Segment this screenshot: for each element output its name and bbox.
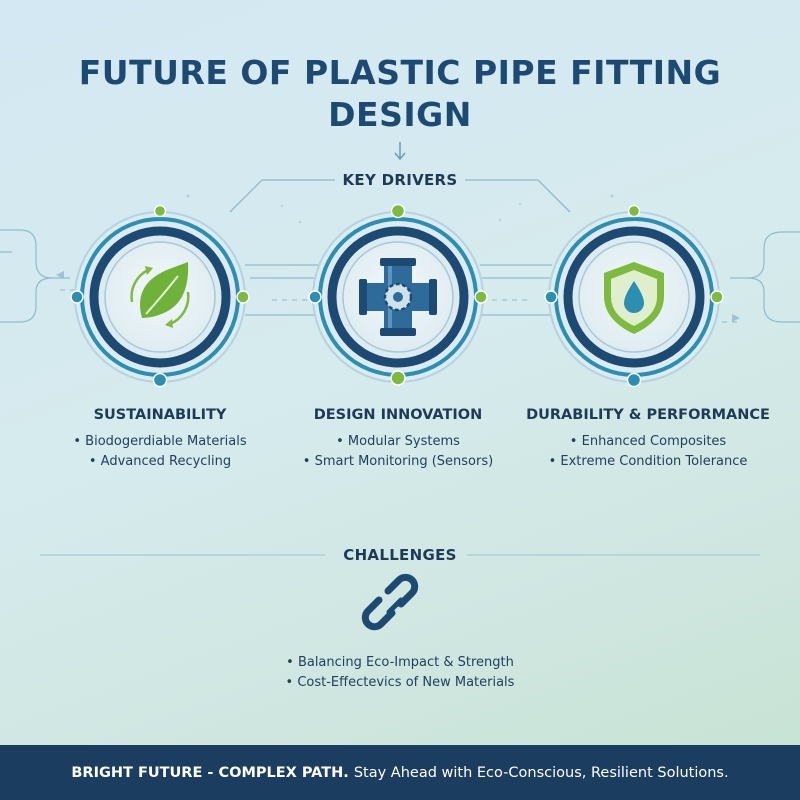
chain-link-icon: [361, 573, 419, 631]
list-item: Balancing Eco-Impact & Strength: [250, 653, 550, 673]
design-innovation-bullets: Modular Systems Smart Monitoring (Sensor…: [273, 432, 523, 472]
list-item: Modular Systems: [273, 432, 523, 452]
shield-drop-icon: [604, 262, 664, 334]
footer-banner: BRIGHT FUTURE - COMPLEX PATH. Stay Ahead…: [0, 745, 800, 800]
list-item: Biodogerdiable Materials: [35, 432, 285, 452]
footer-bold-text: BRIGHT FUTURE - COMPLEX PATH.: [71, 764, 349, 781]
list-item: Enhanced Composites: [523, 432, 773, 452]
down-arrow-icon: [394, 142, 406, 161]
durability-bullets: Enhanced Composites Extreme Condition To…: [523, 432, 773, 472]
key-drivers-bracket: [229, 179, 571, 213]
sustainability-bullets: Biodogerdiable Materials Advanced Recycl…: [35, 432, 285, 472]
durability-heading: DURABILITY & PERFORMANCE: [526, 407, 770, 423]
page-title: FUTURE OF PLASTIC PIPE FITTING DESIGN: [0, 52, 800, 136]
key-drivers-label: KEY DRIVERS: [342, 171, 458, 189]
list-item: Extreme Condition Tolerance: [523, 452, 773, 472]
leaf-recycle-icon: [130, 262, 190, 328]
pipe-gear-icon: [359, 258, 437, 336]
title-line-1: FUTURE OF PLASTIC PIPE FITTING: [78, 53, 722, 92]
flow-lines: [0, 229, 800, 323]
design-innovation-heading: DESIGN INNOVATION: [313, 407, 483, 423]
title-line-2: DESIGN: [328, 95, 472, 134]
footer-text: Stay Ahead with Eco-Conscious, Resilient…: [353, 764, 729, 781]
list-item: Smart Monitoring (Sensors): [273, 452, 523, 472]
flow-arrowheads: [56, 271, 740, 322]
challenges-label: CHALLENGES: [343, 546, 457, 564]
list-item: Advanced Recycling: [35, 452, 285, 472]
challenges-bullets: Balancing Eco-Impact & Strength Cost-Eff…: [250, 653, 550, 693]
list-item: Cost-Effectevics of New Materials: [250, 673, 550, 693]
sustainability-heading: SUSTAINABILITY: [93, 407, 227, 423]
